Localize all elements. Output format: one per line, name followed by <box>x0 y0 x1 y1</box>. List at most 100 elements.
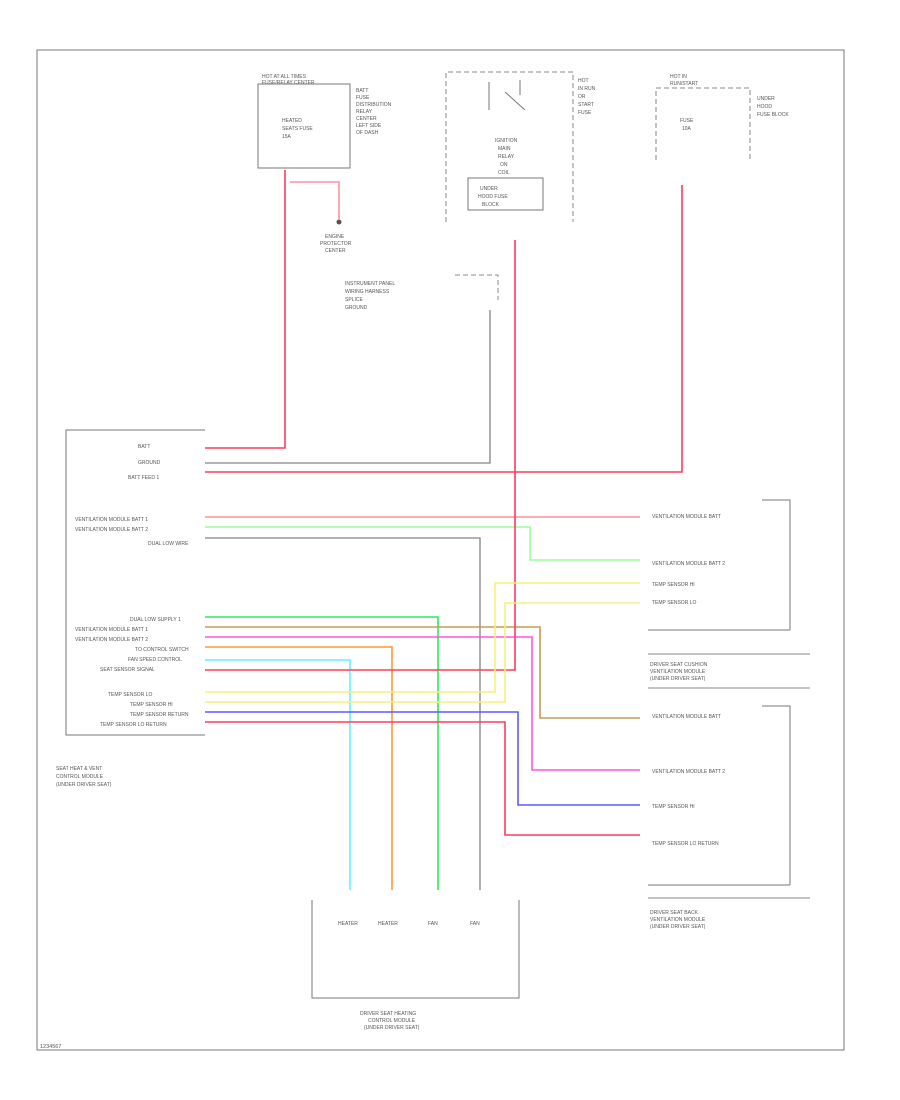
right-conn-label-1: VENTILATION MODULE BATT <box>652 514 721 520</box>
module-pin-ground: GROUND <box>138 460 161 466</box>
module-low-pin-3: VENTILATION MODULE BATT 2 <box>75 637 148 643</box>
wire-temp-lo <box>205 602 640 703</box>
module-low-pin-2: VENTILATION MODULE BATT 1 <box>75 627 148 633</box>
top-left-box-side-4: RELAY <box>356 109 373 115</box>
splice-label-2: WIRING HARNESS <box>345 289 390 295</box>
right-conn-label-2: VENTILATION MODULE BATT 2 <box>652 561 725 567</box>
top-right-box-inner-1: FUSE <box>680 118 694 124</box>
center-box-side-5: FUSE <box>578 110 592 116</box>
wire-temp-return <box>205 711 640 806</box>
top-left-fuse-box: HOT AT ALL TIMES FUSE/RELAY CENTER HEATE… <box>257 74 392 254</box>
top-left-box-side-1: BATT <box>356 88 368 94</box>
module-caption-2: CONTROL MODULE <box>56 774 104 780</box>
top-left-box-inner-3: 15A <box>282 134 292 140</box>
wire-temp-lo-return <box>205 721 640 836</box>
right-conn-label-6: VENTILATION MODULE BATT 2 <box>652 769 725 775</box>
right-bottom-caption-1: DRIVER SEAT BACK <box>650 910 699 916</box>
splice-label-4: GROUND <box>345 305 368 311</box>
center-box-side-1: HOT <box>578 78 589 84</box>
right-bottom-ventilation-module: VENTILATION MODULE BATT VENTILATION MODU… <box>648 705 810 930</box>
bottom-pin-label-3: FAN <box>428 921 438 927</box>
top-right-box-title-1: HOT IN <box>670 74 687 80</box>
right-top-caption-3: (UNDER DRIVER SEAT) <box>650 676 706 682</box>
top-right-box-side-1: UNDER <box>757 96 775 102</box>
center-box-inner-4: ON <box>500 162 508 168</box>
center-box-side-4: START <box>578 102 594 108</box>
wire-seat-sensor <box>205 240 516 671</box>
wire-fuse-to-ground <box>290 181 340 220</box>
wire-dual-supply <box>205 616 439 890</box>
right-top-caption-2: VENTILATION MODULE <box>650 669 706 675</box>
center-box-bottom-3: BLOCK <box>482 202 500 208</box>
module-pin-batt: BATT <box>138 444 150 450</box>
right-top-ventilation-module: VENTILATION MODULE BATT VENTILATION MODU… <box>648 499 810 689</box>
top-left-box-side-7: OF DASH <box>356 130 379 136</box>
center-box-side-2: IN RUN <box>578 86 596 92</box>
wire-to-control <box>205 646 393 890</box>
top-left-box-inner-1: HEATED <box>282 118 302 124</box>
right-top-caption-1: DRIVER SEAT CUSHION <box>650 662 708 668</box>
wires <box>205 170 683 890</box>
module-low-pin-1: DUAL LOW SUPPLY 1 <box>130 617 181 623</box>
right-bottom-caption-3: (UNDER DRIVER SEAT) <box>650 924 706 930</box>
right-conn-label-7: TEMP SENSOR HI <box>652 804 695 810</box>
wire-fan-speed <box>205 659 351 890</box>
top-right-fuse-box: HOT IN RUN/START FUSE 10A UNDER HOOD FUS… <box>655 74 789 160</box>
bottom-pin-label-2: HEATER <box>378 921 398 927</box>
center-box-bottom-1: UNDER <box>480 186 498 192</box>
module-pin-batt-feed: BATT FEED 1 <box>128 475 159 481</box>
wire-batt-red <box>205 170 286 449</box>
center-box-side-3: OR <box>578 94 586 100</box>
bottom-pin-label-4: FAN <box>470 921 480 927</box>
bottom-heating-module: HEATER HEATER FAN FAN DRIVER SEAT HEATIN… <box>311 900 520 1031</box>
footer-code: 1234567 <box>40 1044 61 1050</box>
wire-vent-1-brown <box>205 626 640 719</box>
module-low-pin-4: TO CONTROL SWITCH <box>135 647 189 653</box>
wire-ign-red <box>205 185 683 473</box>
module-pin-vent-batt-2: VENTILATION MODULE BATT 2 <box>75 527 148 533</box>
top-left-box-inner-2: SEATS FUSE <box>282 126 313 132</box>
wire-ground-splice <box>205 310 491 464</box>
splice-label-3: SPLICE <box>345 297 363 303</box>
right-conn-label-8: TEMP SENSOR LO RETURN <box>652 841 719 847</box>
right-conn-label-5: VENTILATION MODULE BATT <box>652 714 721 720</box>
top-left-box-title-2: FUSE/RELAY CENTER <box>262 80 315 86</box>
module-caption-3: (UNDER DRIVER SEAT) <box>56 782 112 788</box>
right-conn-label-3: TEMP SENSOR HI <box>652 582 695 588</box>
top-right-box-inner-2: 10A <box>682 126 692 132</box>
module-low-pin-8: TEMP SENSOR HI <box>130 702 173 708</box>
ground-label-2: PROTECTOR <box>320 241 352 247</box>
top-left-box-side-5: CENTER <box>356 116 377 122</box>
bottom-caption-1: DRIVER SEAT HEATING <box>360 1011 416 1017</box>
ground-label-1: ENGINE <box>325 234 345 240</box>
top-left-box-title-1: HOT AT ALL TIMES <box>262 74 307 80</box>
splice-label-1: INSTRUMENT PANEL <box>345 281 395 287</box>
module-low-pin-10: TEMP SENSOR LO RETURN <box>100 722 167 728</box>
top-right-box-title-2: RUN/START <box>670 81 698 87</box>
module-pin-dual-low: DUAL LOW WIRE <box>148 541 189 547</box>
bottom-caption-3: (UNDER DRIVER SEAT) <box>364 1025 420 1031</box>
module-pin-vent-batt-1: VENTILATION MODULE BATT 1 <box>75 517 148 523</box>
top-left-box-side-2: FUSE <box>356 95 370 101</box>
module-low-pin-7: TEMP SENSOR LO <box>108 692 152 698</box>
center-box-inner-5: COIL <box>498 170 510 176</box>
right-bottom-caption-2: VENTILATION MODULE <box>650 917 706 923</box>
center-box-inner-1: IGNITION <box>495 138 518 144</box>
module-low-pin-5: FAN SPEED CONTROL <box>128 657 182 663</box>
module-low-pin-6: SEAT SENSOR SIGNAL <box>100 667 155 673</box>
wire-dual-low <box>205 537 481 890</box>
center-box-bottom-2: HOOD FUSE <box>478 194 508 200</box>
wire-vent-2-mag <box>205 636 640 771</box>
top-left-box-side-6: LEFT SIDE <box>356 123 382 129</box>
module-caption-1: SEAT HEAT & VENT <box>56 766 102 772</box>
top-right-box-side-3: FUSE BLOCK <box>757 112 789 118</box>
bottom-caption-2: CONTROL MODULE <box>368 1018 416 1024</box>
splice-block: INSTRUMENT PANEL WIRING HARNESS SPLICE G… <box>345 274 499 311</box>
center-box-inner-2: MAIN <box>498 146 511 152</box>
top-center-relay-box: IGNITION MAIN RELAY ON COIL UNDER HOOD F… <box>445 71 596 222</box>
bottom-pin-label-1: HEATER <box>338 921 358 927</box>
ground-label-3: CENTER <box>325 248 346 254</box>
module-low-pin-9: TEMP SENSOR RETURN <box>130 712 189 718</box>
main-module: SEAT HEAT & VENT CONTROL MODULE (UNDER D… <box>56 429 205 788</box>
center-box-inner-3: RELAY <box>498 154 515 160</box>
